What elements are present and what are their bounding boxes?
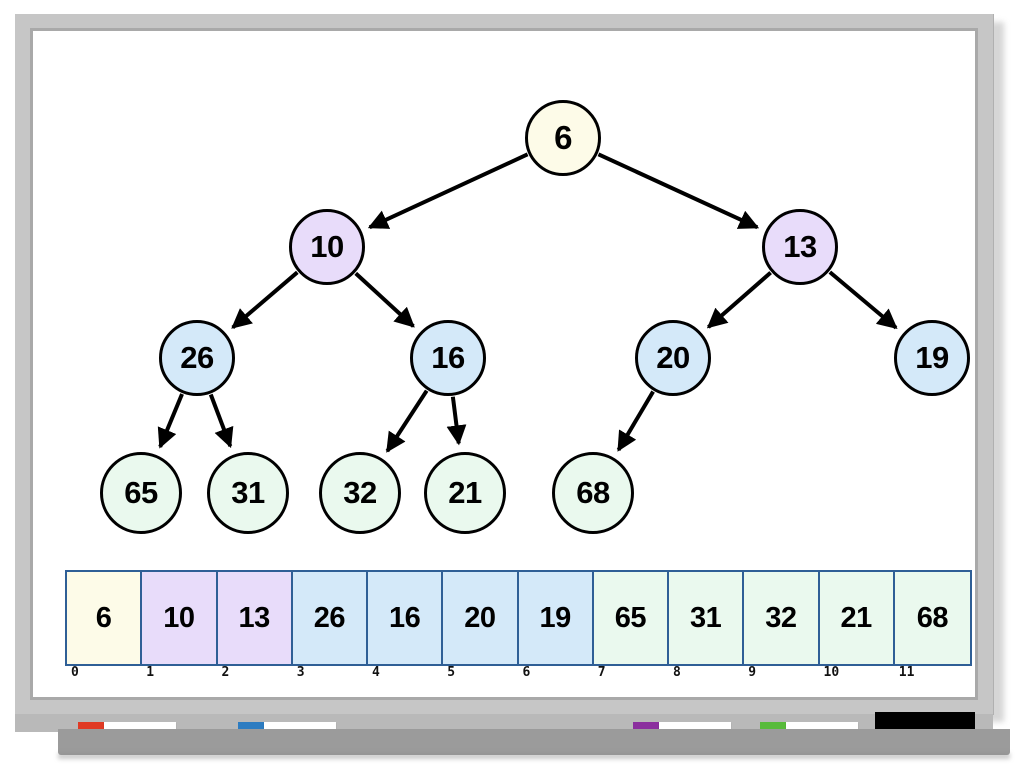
array-index-9: 9	[748, 665, 757, 680]
tree-edge-n0-n2	[597, 152, 760, 230]
tree-edge-n4-n10	[446, 396, 467, 446]
tree-node-21[interactable]: 21	[424, 452, 506, 534]
tree-node-label: 10	[310, 229, 344, 264]
array-cell-value: 65	[614, 601, 647, 634]
array-cell-value: 68	[916, 601, 949, 634]
array-representation: 6 10 13 26 16 20 19 65 31 32 21 68 0 1 2 3 4 5 6 7 8 9 10 11	[65, 570, 972, 680]
array-index-4: 4	[372, 665, 380, 680]
tree-edge-n3-n8	[208, 393, 234, 449]
tree-edge-n5-n11	[616, 390, 655, 452]
array-cell-value: 6	[95, 601, 112, 634]
tree-edge-n1-n3	[231, 270, 299, 330]
tree-node-19[interactable]: 19	[894, 320, 970, 396]
array-index-row: 0 1 2 3 4 5 6 7 8 9 10 11	[65, 665, 968, 680]
array-cell-value: 32	[765, 601, 797, 634]
tree-node-32[interactable]: 32	[319, 452, 401, 534]
array-cell-value: 19	[539, 601, 571, 634]
array-cell-4[interactable]: 16	[368, 572, 444, 664]
array-cell-2[interactable]: 13	[217, 572, 293, 664]
array-index-5: 5	[447, 665, 456, 680]
tree-node-65[interactable]: 65	[100, 452, 182, 534]
tree-edges-svg	[157, 152, 898, 453]
array-cell-7[interactable]: 65	[593, 572, 669, 664]
array-cell-value: 13	[238, 601, 270, 634]
array-cell-3[interactable]: 26	[292, 572, 368, 664]
tree-node-label: 68	[576, 475, 610, 510]
array-index-6: 6	[522, 665, 531, 680]
array-cell-8[interactable]: 31	[669, 572, 745, 664]
tree-node-13[interactable]: 13	[762, 209, 838, 285]
tree-node-10[interactable]: 10	[289, 209, 365, 285]
array-index-8: 8	[673, 665, 681, 680]
tree-node-6[interactable]: 6	[525, 100, 601, 176]
tree-node-label: 32	[343, 475, 377, 510]
tree-edge-n3-n7	[157, 393, 184, 449]
edge-group	[157, 152, 898, 453]
tree-node-label: 20	[656, 340, 690, 375]
tree-node-26[interactable]: 26	[159, 320, 235, 396]
marker-tray-shadow	[58, 753, 1010, 759]
array-cell-value: 20	[464, 601, 496, 634]
tree-node-label: 31	[231, 475, 265, 510]
array-cell-6[interactable]: 19	[518, 572, 594, 664]
array-cell-value: 26	[313, 601, 346, 634]
tree-node-label: 21	[448, 475, 482, 510]
tree-node-label: 13	[783, 229, 817, 264]
array-index-10: 10	[823, 665, 840, 680]
tree-node-label: 65	[124, 475, 158, 510]
array-cell-9[interactable]: 32	[744, 572, 820, 664]
tree-node-label: 19	[915, 340, 949, 375]
array-cell-1[interactable]: 10	[142, 572, 218, 664]
array-cell-value: 21	[840, 601, 872, 634]
tree-node-20[interactable]: 20	[635, 320, 711, 396]
array-cell-10[interactable]: 21	[819, 572, 895, 664]
array-cell-value: 16	[388, 601, 421, 634]
marker-tray-lip	[58, 729, 1010, 755]
array-cell-11[interactable]: 68	[894, 572, 970, 664]
array-cell-value: 31	[689, 601, 722, 634]
tree-edge-n1-n4	[354, 271, 415, 328]
array-index-3: 3	[296, 665, 305, 680]
tree-edge-n0-n1	[367, 152, 529, 230]
array-index-2: 2	[221, 665, 230, 680]
tree-node-31[interactable]: 31	[207, 452, 289, 534]
array-cell-value: 10	[163, 601, 195, 634]
tree-edge-n2-n5	[706, 271, 772, 329]
array-index-0: 0	[71, 665, 79, 680]
tree-node-label: 16	[431, 340, 465, 375]
array-index-7: 7	[597, 665, 606, 680]
array-row: 6 10 13 26 16 20 19 65 31 32 21 68	[65, 570, 972, 666]
array-index-11: 11	[898, 665, 915, 680]
tree-node-label: 6	[554, 119, 572, 156]
array-cell-0[interactable]: 6	[67, 572, 143, 664]
tree-node-16[interactable]: 16	[410, 320, 486, 396]
tree-node-68[interactable]: 68	[552, 452, 634, 534]
array-cell-5[interactable]: 20	[443, 572, 519, 664]
tree-edge-n2-n6	[828, 270, 898, 330]
tree-edge-n4-n9	[385, 389, 429, 453]
tree-node-label: 26	[180, 340, 214, 375]
array-index-1: 1	[146, 665, 155, 680]
